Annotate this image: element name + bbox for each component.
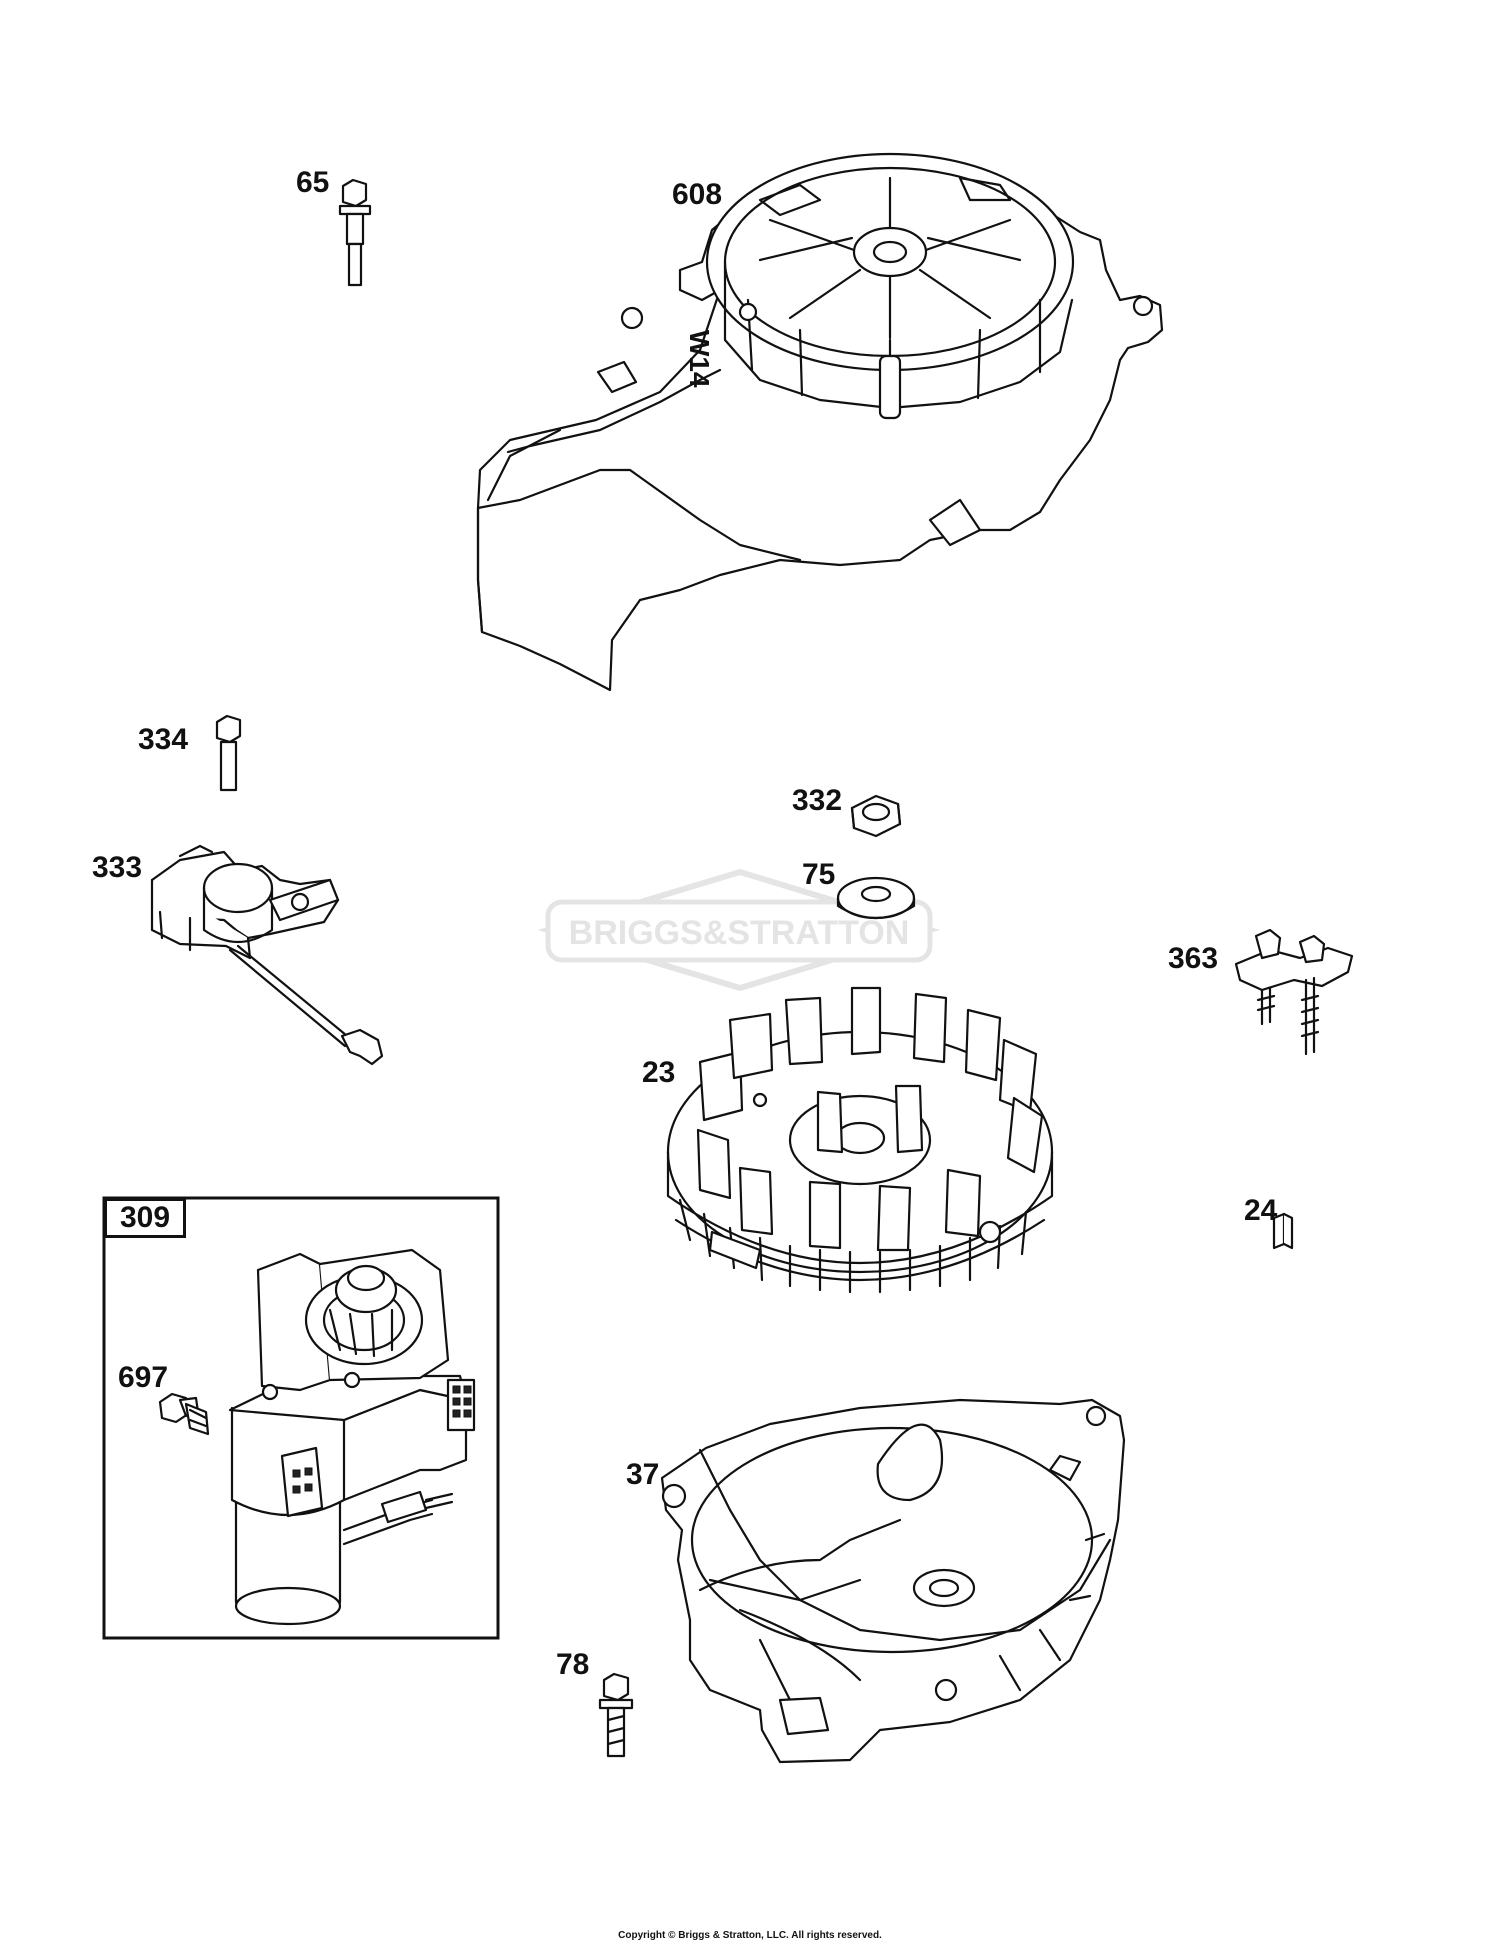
part-23-flywheel[interactable] xyxy=(666,986,1054,1294)
label-65: 65 xyxy=(296,166,330,199)
label-697: 697 xyxy=(118,1361,169,1394)
part-333-ignition-armature[interactable] xyxy=(150,844,384,1066)
part-37-backplate[interactable] xyxy=(660,1398,1126,1764)
label-24: 24 xyxy=(1244,1194,1278,1227)
part-363-terminal-bracket[interactable] xyxy=(1234,928,1354,1056)
part-75-washer[interactable] xyxy=(836,876,916,920)
part-65-bolt[interactable] xyxy=(338,178,372,287)
watermark-text: BRIGGS&STRATTON xyxy=(569,914,910,952)
part-24-key[interactable] xyxy=(1272,1212,1294,1250)
label-23: 23 xyxy=(642,1056,676,1089)
part-309-kit-box xyxy=(102,1196,500,1640)
label-363: 363 xyxy=(1168,942,1219,975)
part-608-blower-housing[interactable]: W14 xyxy=(476,152,1164,692)
label-37: 37 xyxy=(626,1458,660,1491)
label-78: 78 xyxy=(556,1648,590,1681)
housing-mark-text: W14 xyxy=(684,330,715,388)
copyright-notice: Copyright © Briggs & Stratton, LLC. All … xyxy=(618,1930,882,1941)
label-333: 333 xyxy=(92,851,143,884)
part-309-starter-motor[interactable] xyxy=(228,1248,476,1626)
label-332: 332 xyxy=(792,784,843,817)
part-334-bolt[interactable] xyxy=(215,714,242,792)
watermark-logo: BRIGGS&STRATTON xyxy=(537,868,941,992)
label-75: 75 xyxy=(802,858,836,891)
part-697-bolt[interactable] xyxy=(158,1392,210,1436)
part-332-nut[interactable] xyxy=(850,794,902,838)
label-334: 334 xyxy=(138,723,189,756)
label-309: 309 xyxy=(104,1198,186,1238)
label-608: 608 xyxy=(672,178,723,211)
part-78-bolt[interactable] xyxy=(598,1672,634,1758)
